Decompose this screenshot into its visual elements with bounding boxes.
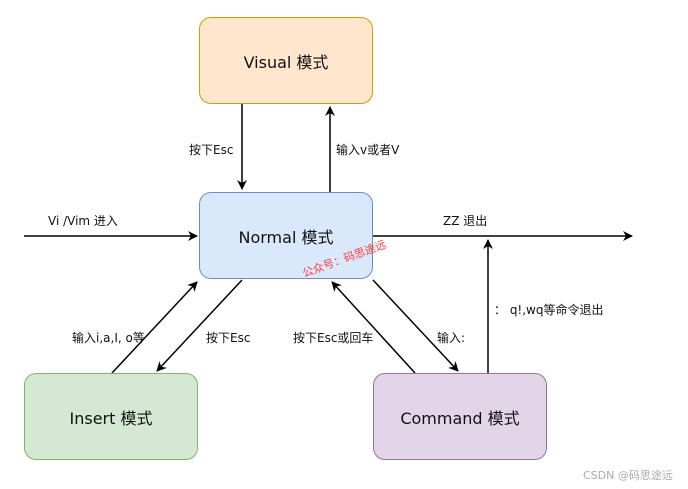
node-insert-label: Insert 模式 [69, 408, 153, 428]
label-normal-to-command: 输入: [437, 331, 466, 345]
node-normal-label: Normal 模式 [238, 227, 334, 247]
label-exit: ZZ 退出 [443, 214, 488, 228]
node-command-label: Command 模式 [400, 408, 520, 428]
label-visual-to-normal: 按下Esc [189, 143, 234, 157]
node-insert: Insert 模式 [24, 373, 198, 460]
label-normal-to-insert: 按下Esc [206, 331, 251, 345]
label-insert-to-normal: 输入i,a,I, o等 [72, 331, 145, 345]
node-visual-label: Visual 模式 [243, 52, 329, 72]
label-command-exit: ： q!,wq等命令退出 [494, 303, 604, 317]
edge-normal-to-command [372, 279, 459, 372]
edge-normal-to-insert [156, 279, 243, 372]
footer-credit: CSDN @码思途远 [583, 469, 673, 482]
edge-insert-to-normal [111, 281, 198, 374]
edge-command-to-normal [331, 281, 416, 374]
node-visual: Visual 模式 [199, 17, 373, 104]
label-entry: Vi /Vim 进入 [48, 214, 118, 228]
label-command-to-normal: 按下Esc或回车 [293, 331, 374, 345]
label-normal-to-visual: 输入v或者V [336, 143, 400, 157]
node-command: Command 模式 [373, 373, 547, 460]
node-normal: Normal 模式 [199, 192, 373, 279]
